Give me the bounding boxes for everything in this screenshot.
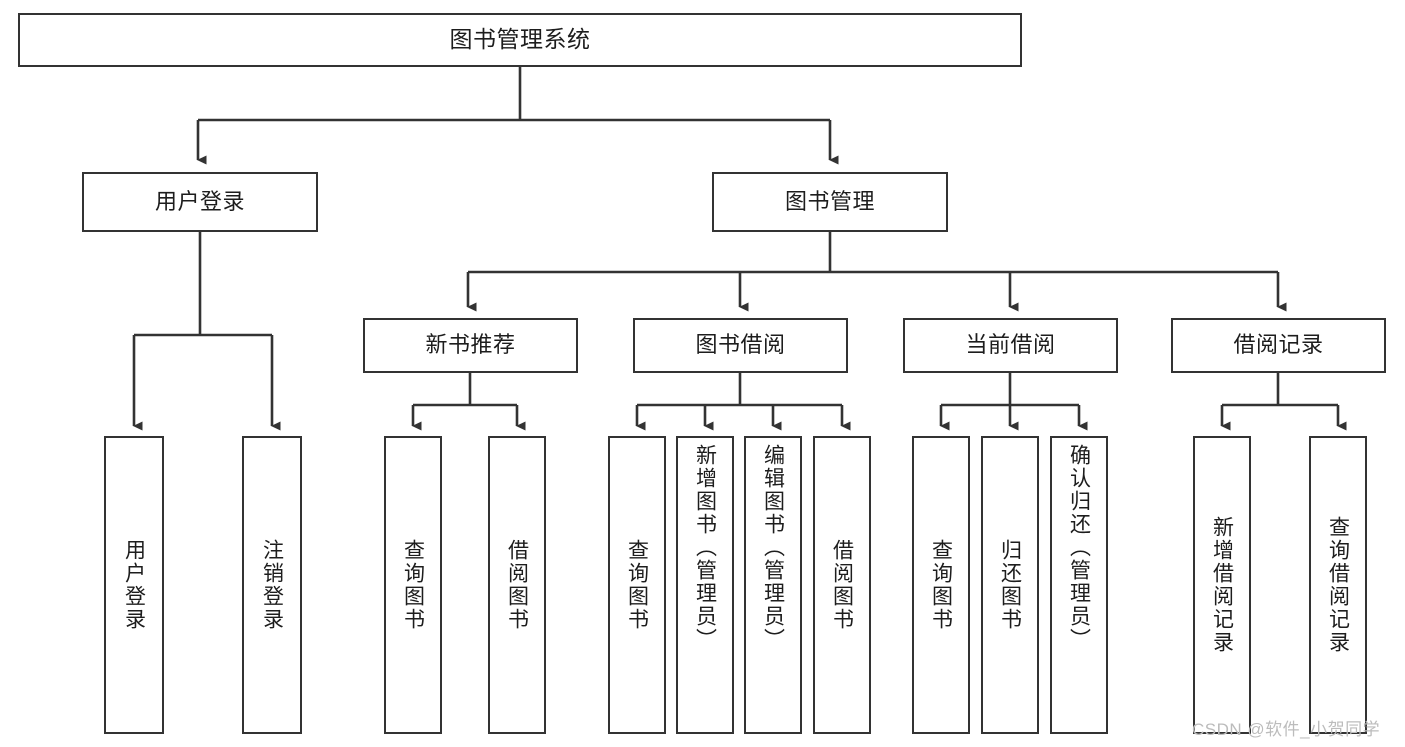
node-current-borrow[interactable]: 当前借阅	[903, 318, 1118, 373]
node-leaf-return-book[interactable]: 归还图书	[981, 436, 1039, 734]
node-root-system[interactable]: 图书管理系统	[18, 13, 1022, 67]
node-label: 编辑图书（管理员）	[761, 444, 785, 651]
node-label: 查询借阅记录	[1326, 516, 1350, 654]
node-label: 图书管理系统	[449, 26, 591, 53]
node-leaf-logout-login[interactable]: 注销登录	[242, 436, 302, 734]
node-label: 注销登录	[260, 539, 284, 631]
node-label: 归还图书	[998, 539, 1022, 631]
node-new-book-recommend[interactable]: 新书推荐	[363, 318, 578, 373]
node-label: 查询图书	[625, 539, 649, 631]
node-leaf-confirm-return[interactable]: 确认归还（管理员）	[1050, 436, 1108, 734]
node-label: 新增借阅记录	[1210, 516, 1234, 654]
node-label: 图书管理	[784, 188, 875, 214]
node-label: 查询图书	[929, 539, 953, 631]
node-leaf-add-borrow-record[interactable]: 新增借阅记录	[1193, 436, 1251, 734]
node-label: 查询图书	[401, 539, 425, 631]
node-label: 借阅记录	[1233, 332, 1324, 358]
node-label: 新书推荐	[425, 332, 516, 358]
node-book-management[interactable]: 图书管理	[712, 172, 948, 232]
node-label: 新增图书（管理员）	[693, 444, 717, 651]
node-leaf-borrow-book-recommend[interactable]: 借阅图书	[488, 436, 546, 734]
node-borrow-record[interactable]: 借阅记录	[1171, 318, 1386, 373]
node-leaf-query-borrow-record[interactable]: 查询借阅记录	[1309, 436, 1367, 734]
node-label: 用户登录	[122, 539, 146, 631]
node-leaf-user-login[interactable]: 用户登录	[104, 436, 164, 734]
node-leaf-edit-book[interactable]: 编辑图书（管理员）	[744, 436, 802, 734]
node-user-login[interactable]: 用户登录	[82, 172, 318, 232]
node-label: 图书借阅	[695, 332, 786, 358]
node-leaf-query-book-current[interactable]: 查询图书	[912, 436, 970, 734]
node-leaf-query-book-recommend[interactable]: 查询图书	[384, 436, 442, 734]
node-label: 用户登录	[154, 188, 245, 214]
node-leaf-add-book[interactable]: 新增图书（管理员）	[676, 436, 734, 734]
csdn-watermark: CSDN @软件_小贺同学	[1192, 720, 1381, 739]
node-leaf-borrow-book[interactable]: 借阅图书	[813, 436, 871, 734]
node-leaf-query-book-borrow[interactable]: 查询图书	[608, 436, 666, 734]
node-book-borrow[interactable]: 图书借阅	[633, 318, 848, 373]
node-label: 借阅图书	[830, 539, 854, 631]
node-label: 借阅图书	[505, 539, 529, 631]
node-label: 确认归还（管理员）	[1067, 444, 1091, 651]
node-label: 当前借阅	[965, 332, 1056, 358]
